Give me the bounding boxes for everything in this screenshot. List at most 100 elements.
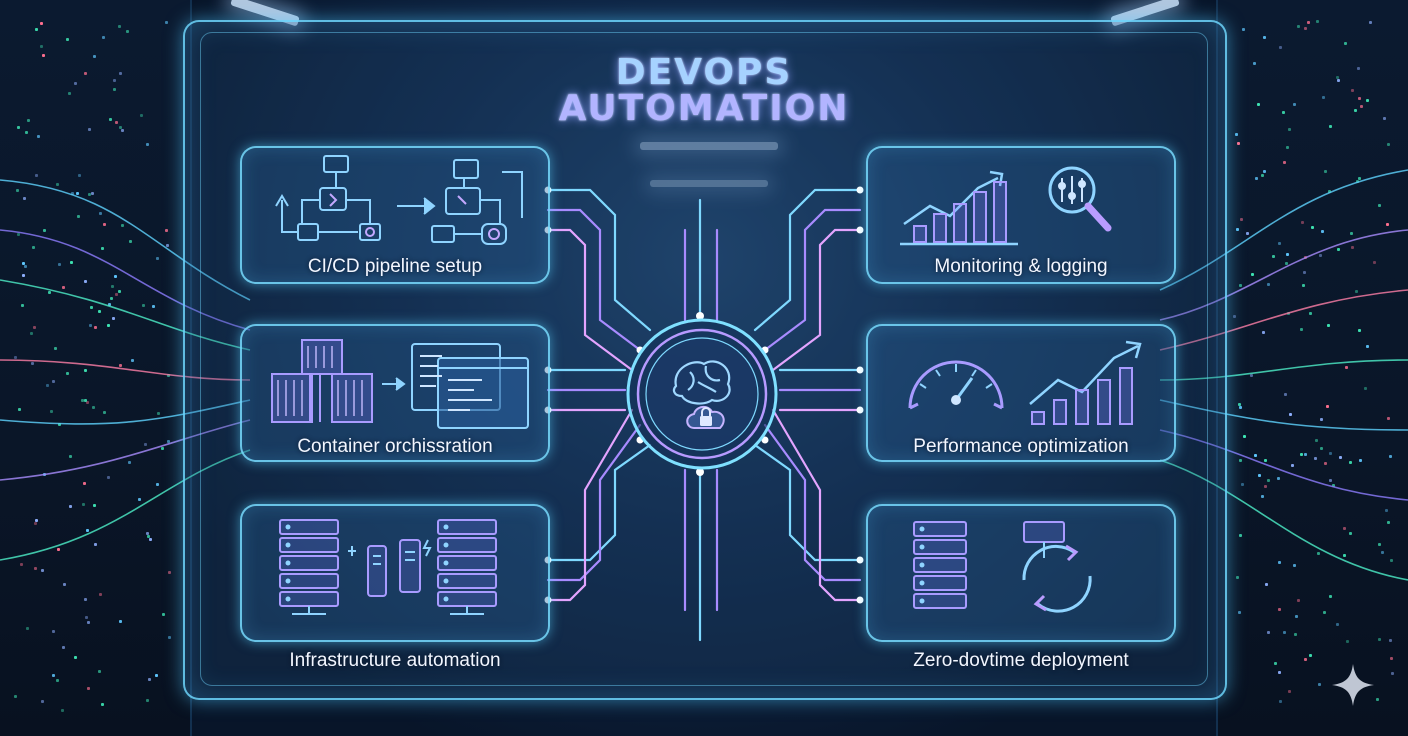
rack-led — [165, 21, 168, 24]
rack-led — [1390, 657, 1393, 660]
rack-led — [34, 567, 37, 570]
rack-led — [1364, 387, 1367, 390]
rack-led — [30, 332, 33, 335]
rack-led — [146, 699, 149, 702]
brain-cloud-lock-icon — [626, 318, 778, 470]
wire-node — [856, 226, 864, 234]
rack-led — [1246, 232, 1249, 235]
rack-led — [52, 674, 55, 677]
rack-led — [1354, 109, 1357, 112]
rack-led — [1349, 532, 1352, 535]
rack-led — [1264, 459, 1267, 462]
page-title-line1: DEVOPS — [615, 52, 793, 93]
rack-led — [128, 461, 131, 464]
rack-led — [41, 700, 44, 703]
rack-led — [1337, 79, 1340, 82]
rack-led — [78, 174, 81, 177]
rack-led — [1381, 551, 1384, 554]
rack-led — [50, 410, 53, 413]
rack-led — [152, 305, 155, 308]
rack-led — [1314, 457, 1317, 460]
stream-line — [0, 419, 251, 481]
rack-led — [70, 261, 73, 264]
rack-led — [1360, 105, 1363, 108]
rack-led — [162, 613, 165, 616]
rack-led — [37, 135, 40, 138]
rack-led — [57, 548, 60, 551]
rack-led — [56, 679, 59, 682]
rack-led — [1278, 242, 1281, 245]
rack-led — [93, 55, 96, 58]
rack-led — [87, 687, 90, 690]
rack-led — [1302, 284, 1305, 287]
rack-led — [1329, 479, 1332, 482]
rack-led — [1387, 417, 1390, 420]
rack-led — [131, 359, 134, 362]
rack-led — [138, 498, 141, 501]
rack-led — [1267, 283, 1270, 286]
rack-led — [98, 310, 101, 313]
rack-led — [90, 306, 93, 309]
rack-led — [1279, 700, 1282, 703]
stream-line — [1159, 459, 1408, 581]
rack-led — [1278, 671, 1281, 674]
rack-led — [1326, 405, 1329, 408]
rack-led — [26, 627, 29, 630]
rack-led — [1286, 253, 1289, 256]
rack-led — [86, 401, 89, 404]
rack-led — [93, 504, 96, 507]
stream-line — [1159, 359, 1408, 381]
rack-led — [92, 406, 95, 409]
wire-node — [856, 186, 864, 194]
rack-led — [17, 233, 20, 236]
rack-led — [85, 616, 88, 619]
wire — [753, 188, 862, 332]
rack-led — [149, 538, 152, 541]
rack-led — [43, 229, 46, 232]
wire-node — [856, 406, 864, 414]
rack-led — [1289, 413, 1292, 416]
rack-led — [69, 505, 72, 508]
rack-led — [1378, 543, 1381, 546]
rack-led — [1297, 25, 1300, 28]
wire-node — [856, 366, 864, 374]
card-zero-downtime-deployment: Zero-dovtime deployment — [866, 504, 1176, 671]
rack-led — [1267, 479, 1270, 482]
rack-led — [66, 38, 69, 41]
wire — [546, 228, 634, 372]
rack-led — [110, 297, 113, 300]
rack-led — [1254, 454, 1257, 457]
rack-led — [101, 247, 104, 250]
rack-led — [119, 72, 122, 75]
rack-led — [1355, 290, 1358, 293]
rack-led — [82, 503, 85, 506]
rack-led — [1239, 459, 1242, 462]
rack-led — [1253, 62, 1256, 65]
rack-led — [118, 290, 121, 293]
wire-node — [696, 312, 704, 320]
rack-led — [99, 212, 102, 215]
rack-led — [1235, 133, 1238, 136]
wire — [546, 423, 642, 582]
rack-led — [1319, 254, 1322, 257]
rack-led — [32, 246, 35, 249]
rack-led — [74, 82, 77, 85]
chart-magnifier-icon — [900, 166, 1112, 246]
rack-led — [40, 45, 43, 48]
rack-led — [1288, 128, 1291, 131]
card-label-infra: Infrastructure automation — [289, 650, 501, 671]
rack-led — [119, 620, 122, 623]
rack-led — [1239, 284, 1242, 287]
rack-led — [1389, 639, 1392, 642]
rack-led — [1257, 103, 1260, 106]
rack-led — [88, 128, 91, 131]
rack-led — [52, 380, 55, 383]
rack-led — [1304, 27, 1307, 30]
rack-led — [129, 240, 132, 243]
rack-led — [76, 192, 79, 195]
rack-led — [144, 443, 147, 446]
rack-led — [1358, 329, 1361, 332]
rack-led — [101, 703, 104, 706]
rack-led — [1389, 455, 1392, 458]
